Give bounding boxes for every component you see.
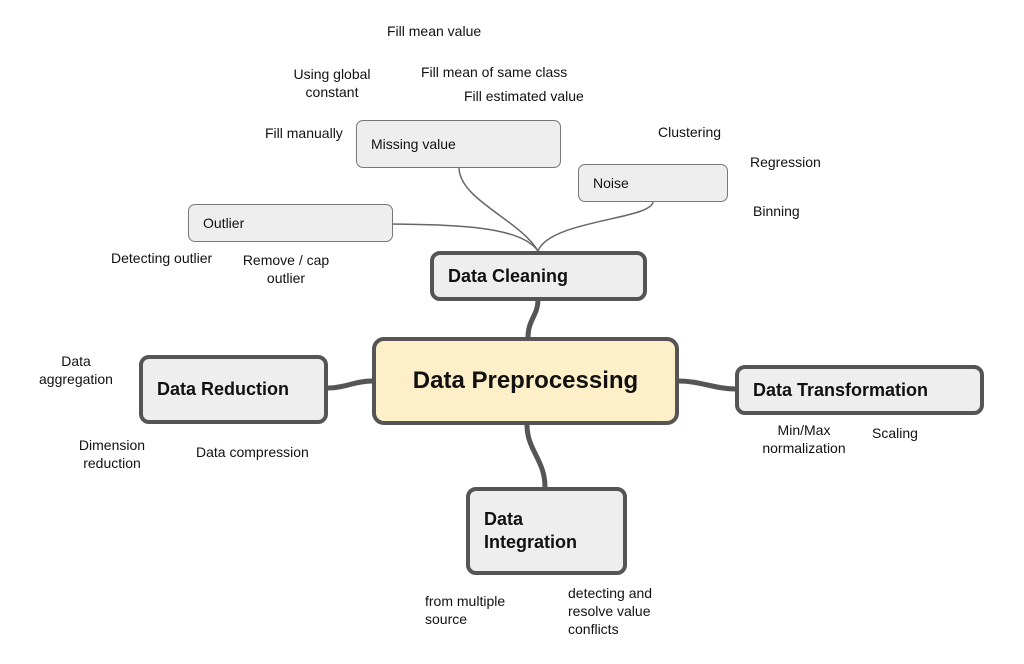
connector-center-to-reduction bbox=[327, 378, 373, 391]
center-node-label: Data Preprocessing bbox=[412, 367, 639, 394]
leaf-scaling: Scaling bbox=[872, 425, 918, 441]
connector-center-to-cleaning bbox=[525, 299, 541, 338]
leaf-using-global-constant: Using global constant bbox=[293, 66, 371, 100]
leaf-min-max-normalization: Min/Max normalization bbox=[762, 422, 846, 456]
node-data-reduction: Data Reduction bbox=[139, 355, 328, 424]
node-noise: Noise bbox=[578, 164, 728, 202]
node-noise-label: Noise bbox=[593, 175, 629, 191]
node-data-cleaning: Data Cleaning bbox=[430, 251, 647, 301]
connector-cleaning-to-noise bbox=[537, 201, 654, 252]
connector-center-to-transformation bbox=[678, 378, 737, 392]
leaf-fill-estimated-value: Fill estimated value bbox=[464, 88, 584, 104]
node-data-transformation: Data Transformation bbox=[735, 365, 984, 415]
leaf-remove-cap-outlier: Remove / cap outlier bbox=[242, 252, 330, 286]
leaf-from-multiple-source: from multiple source bbox=[425, 593, 506, 627]
node-outlier-label: Outlier bbox=[203, 215, 245, 231]
leaf-clustering: Clustering bbox=[658, 124, 722, 140]
leaf-regression: Regression bbox=[750, 154, 821, 170]
connector-cleaning-to-outlier bbox=[391, 223, 539, 252]
connector-cleaning-to-missing bbox=[458, 167, 539, 252]
center-node-data-preprocessing: Data Preprocessing bbox=[372, 337, 679, 425]
node-data-reduction-label: Data Reduction bbox=[157, 379, 290, 399]
node-missing-value: Missing value bbox=[356, 120, 561, 168]
node-data-integration: Data Integration bbox=[466, 487, 627, 575]
node-data-transformation-label: Data Transformation bbox=[753, 379, 929, 400]
leaf-data-aggregation: Data aggregation bbox=[39, 353, 113, 387]
leaf-binning: Binning bbox=[753, 203, 800, 219]
leaf-data-compression: Data compression bbox=[196, 444, 309, 460]
node-outlier: Outlier bbox=[188, 204, 393, 242]
leaf-dimension-reduction: Dimension reduction bbox=[78, 437, 146, 471]
connector-center-to-integration bbox=[524, 424, 548, 488]
leaf-fill-manually: Fill manually bbox=[265, 125, 343, 141]
node-data-integration-label: Data Integration bbox=[484, 509, 577, 552]
leaf-detecting-outlier: Detecting outlier bbox=[111, 250, 213, 266]
leaf-fill-mean-value: Fill mean value bbox=[387, 23, 482, 39]
node-data-cleaning-label: Data Cleaning bbox=[448, 265, 569, 286]
leaf-fill-mean-same-class: Fill mean of same class bbox=[421, 64, 568, 80]
leaf-detecting-resolve-conflicts: detecting and resolve value conflicts bbox=[568, 585, 653, 637]
node-missing-value-label: Missing value bbox=[371, 136, 456, 152]
